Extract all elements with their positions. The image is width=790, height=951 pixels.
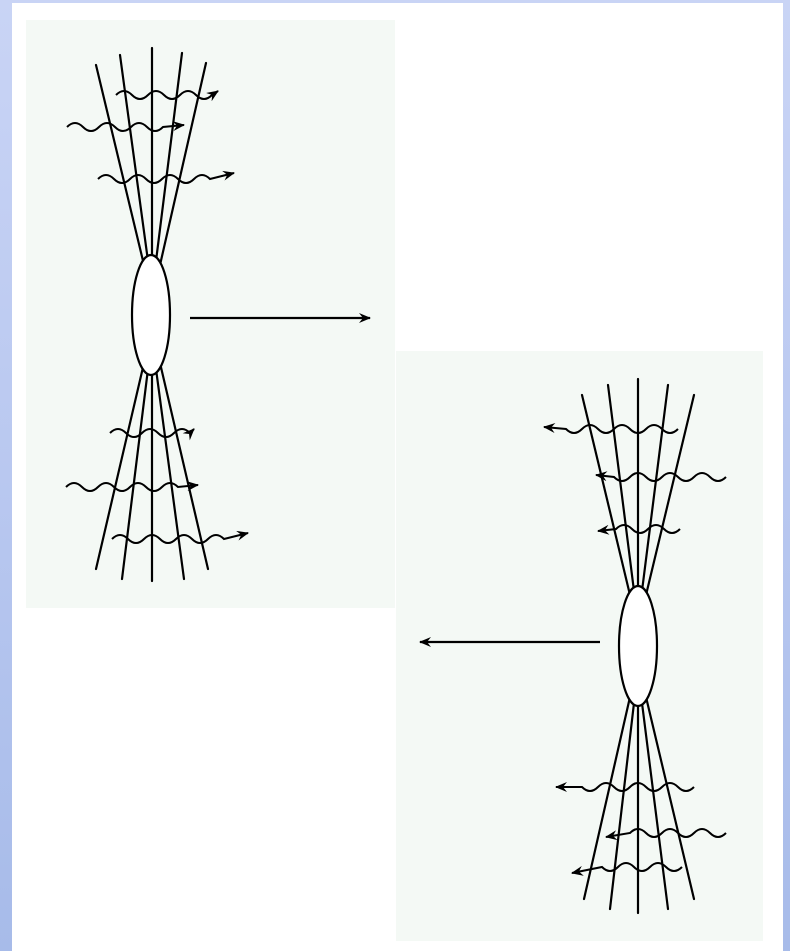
bottom-charge-ellipse (619, 586, 657, 706)
top-charge-ellipse (132, 255, 170, 375)
radiation-recoil-diagram (12, 3, 783, 951)
bottom-right-panel (396, 351, 763, 941)
slide-page (12, 3, 783, 951)
top-left-panel (26, 20, 395, 608)
